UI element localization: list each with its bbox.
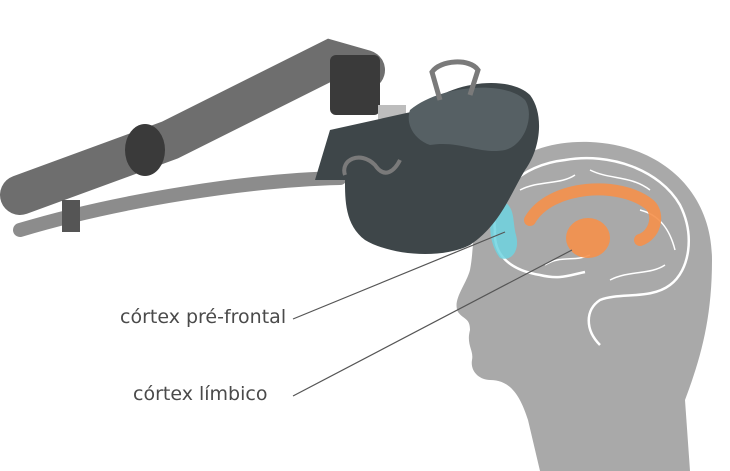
limbic-pointer-line: [292, 249, 573, 397]
prefrontal-pointer-line: [292, 231, 506, 320]
brain-folds: [519, 169, 676, 281]
limbic-highlight-arc: [524, 183, 662, 246]
limbic-cortex-label: córtex límbico: [133, 383, 268, 405]
arm-tube: [13, 171, 347, 237]
arm-connector: [330, 55, 380, 115]
arm-joint: [125, 124, 165, 176]
arm-clamp: [62, 200, 80, 232]
coil-handle: [429, 59, 481, 101]
limbic-highlight-core: [566, 218, 610, 258]
head-silhouette: [456, 141, 712, 471]
coil-top: [408, 87, 529, 152]
prefrontal-cortex-label: córtex pré-frontal: [120, 306, 287, 328]
coil-cable-loop: [342, 155, 402, 176]
